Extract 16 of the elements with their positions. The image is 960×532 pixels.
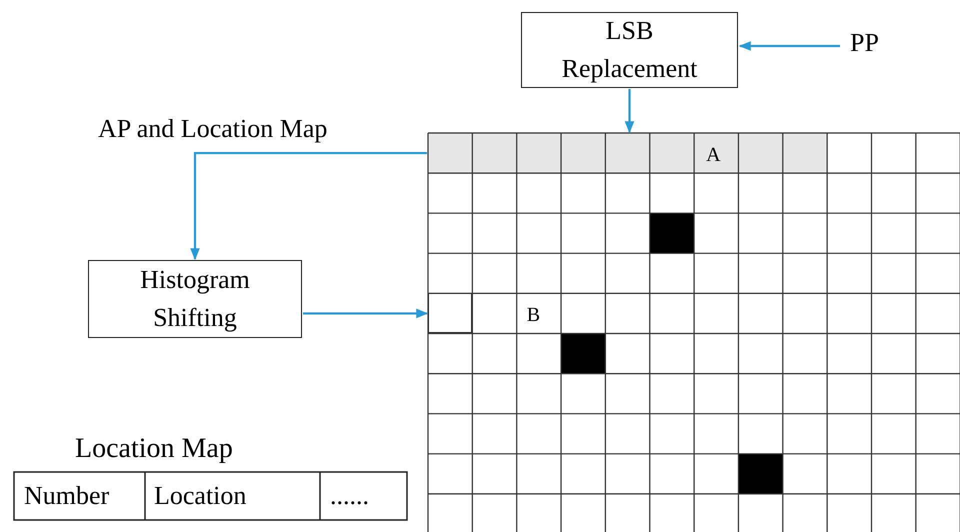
process-box: LSB Replacement — [521, 12, 738, 88]
arrow — [303, 308, 428, 318]
process-box: Histogram Shifting — [88, 260, 302, 338]
arrow — [190, 152, 427, 260]
input-label: PP — [850, 30, 890, 62]
table-title: Location Map — [75, 435, 233, 463]
table-cell-text: Location — [154, 483, 246, 509]
cell-letter: A — [706, 145, 721, 165]
table-cell-text: Number — [24, 483, 110, 509]
arrow — [738, 41, 840, 51]
grid-cell — [428, 293, 472, 334]
table-cell-text: ...... — [330, 483, 369, 509]
shaded-row — [428, 133, 828, 174]
cell-letter: B — [526, 305, 540, 326]
edge-label: AP and Location Map — [98, 116, 328, 142]
arrow — [624, 89, 634, 134]
